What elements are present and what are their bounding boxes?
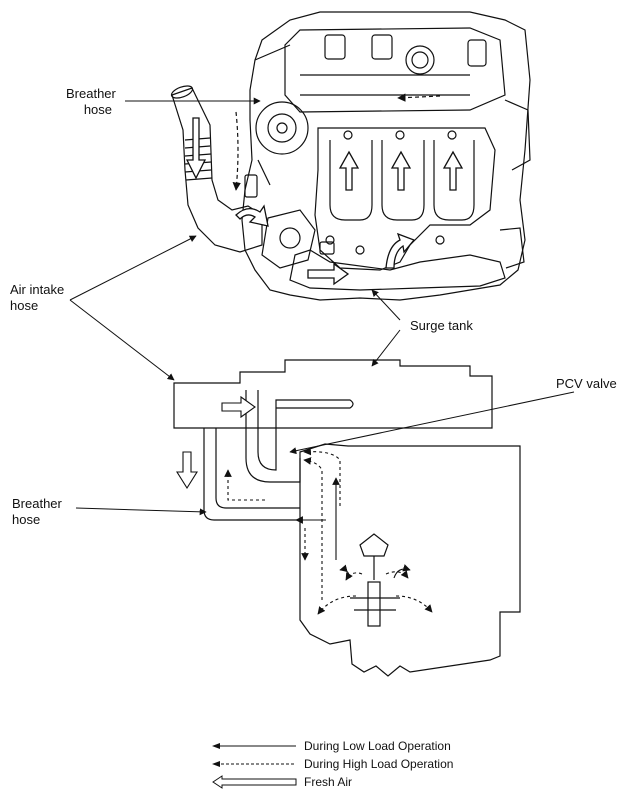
air-intake-hose-drawing <box>171 87 263 253</box>
hollow-arrow <box>307 262 350 286</box>
connecting-rod <box>367 581 381 627</box>
hollow-arrow <box>442 150 464 191</box>
leader-surge-tank-bottom <box>371 329 401 367</box>
hollow-arrow <box>385 232 416 269</box>
legend-label: Fresh Air <box>304 775 353 789</box>
hollow-arrow <box>176 451 198 490</box>
ignition-coil <box>324 34 346 60</box>
leader-air-intake-to-hose <box>69 235 197 301</box>
ignition-coil <box>467 39 487 67</box>
legend-item-high-load: During High Load Operation <box>212 756 512 774</box>
hollow-arrow <box>338 150 360 191</box>
hollow-arrow <box>390 150 412 191</box>
intake-pipe <box>257 390 354 471</box>
solid-arrow-icon <box>212 743 296 749</box>
legend-label: During High Load Operation <box>304 757 454 771</box>
legend-label: During Low Load Operation <box>304 739 451 753</box>
surge-tank-body <box>289 249 506 291</box>
air-intake-hose-label: Air intake hose <box>10 282 65 313</box>
leader-pcv-valve <box>289 391 575 455</box>
hollow-arrow-icon <box>212 775 297 789</box>
leader-lines <box>69 97 575 516</box>
engine-block-schematic <box>299 443 521 677</box>
pcv-schematic <box>173 359 521 677</box>
leader-air-intake-to-schematic <box>69 299 175 381</box>
crank-pulley <box>255 101 309 155</box>
engine-illustration <box>170 11 531 301</box>
leader-surge-tank-top <box>371 289 401 321</box>
legend-item-low-load: During Low Load Operation <box>212 738 512 756</box>
dashed-arrow-icon <box>212 761 296 767</box>
leader-breather-bottom <box>75 507 207 516</box>
intake-manifold <box>314 127 496 271</box>
throttle-body <box>261 209 316 269</box>
hollow-arrow <box>235 204 269 227</box>
surge-tank-label: Surge tank <box>410 318 473 333</box>
engine-flow-arrows <box>185 117 464 286</box>
surge-tank-schematic <box>173 359 493 429</box>
cylinder-head-cover <box>284 27 506 113</box>
piston <box>359 533 389 557</box>
breather-hose-label-top: Breather hose <box>66 86 116 117</box>
pcv-valve-label: PCV valve <box>556 376 617 391</box>
schematic-flow-arrows <box>176 395 433 615</box>
engine-breather-flow <box>232 93 441 191</box>
breather-hose-label-bottom: Breather hose <box>12 496 62 527</box>
hollow-arrow <box>221 395 256 419</box>
legend-item-fresh-air: Fresh Air <box>212 774 512 792</box>
oil-filler-cap <box>405 45 435 75</box>
hollow-arrow <box>185 117 207 180</box>
ignition-coil <box>371 34 393 60</box>
